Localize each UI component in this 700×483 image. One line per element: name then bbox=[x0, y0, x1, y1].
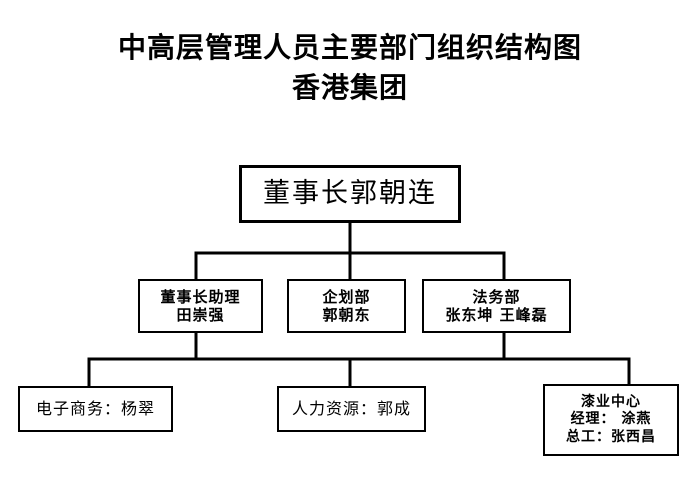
org-node-paint-line2: 经理： 涂燕 bbox=[570, 411, 652, 428]
org-node-assistant[interactable]: 董事长助理 田崇强 bbox=[138, 279, 263, 333]
page-subtitle: 香港集团 bbox=[291, 70, 408, 104]
org-node-planning-line1: 企划部 bbox=[322, 287, 371, 306]
org-node-legal[interactable]: 法务部 张东坤 王峰磊 bbox=[422, 279, 571, 333]
org-node-chairman-line1: 董事长郭朝连 bbox=[263, 177, 437, 209]
org-node-planning-line2: 郭朝东 bbox=[322, 306, 371, 324]
org-node-planning[interactable]: 企划部 郭朝东 bbox=[287, 279, 406, 333]
org-node-legal-line1: 法务部 bbox=[472, 287, 521, 306]
org-node-assistant-line2: 田崇强 bbox=[176, 306, 225, 324]
org-node-ecommerce[interactable]: 电子商务：杨翠 bbox=[18, 386, 173, 432]
org-node-paint[interactable]: 漆业中心 经理： 涂燕 总工：张西昌 bbox=[543, 384, 679, 456]
org-node-paint-line1: 漆业中心 bbox=[581, 394, 641, 411]
chart-title-block: 中高层管理人员主要部门组织结构图 香港集团 bbox=[0, 28, 700, 108]
org-node-chairman[interactable]: 董事长郭朝连 bbox=[239, 165, 461, 223]
org-node-legal-line2: 张东坤 王峰磊 bbox=[445, 306, 548, 324]
org-node-paint-line3: 总工：张西昌 bbox=[566, 428, 656, 445]
org-node-ecommerce-line1: 电子商务：杨翠 bbox=[35, 399, 155, 419]
org-node-hr-line1: 人力资源：郭成 bbox=[291, 399, 411, 419]
page-title: 中高层管理人员主要部门组织结构图 bbox=[117, 31, 582, 64]
org-node-hr[interactable]: 人力资源：郭成 bbox=[277, 386, 426, 432]
org-node-assistant-line1: 董事长助理 bbox=[160, 287, 241, 306]
